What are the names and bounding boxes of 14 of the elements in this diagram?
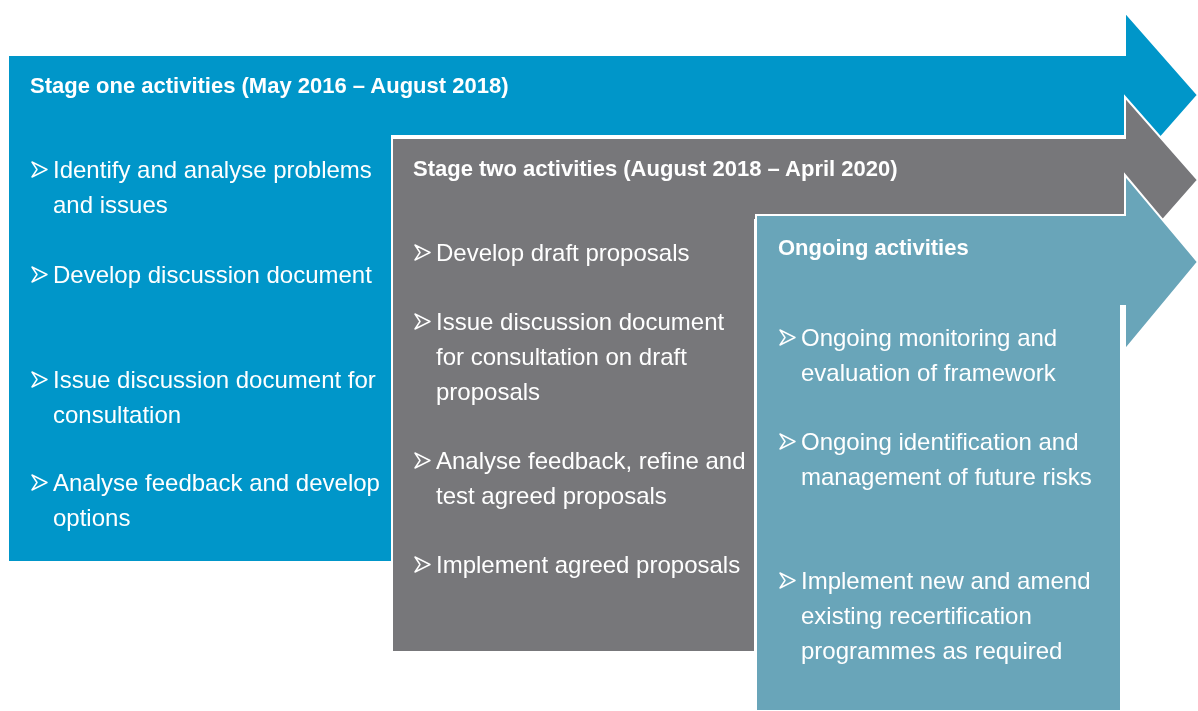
activity-item: Develop discussion document <box>53 260 372 290</box>
stage-heading: Stage two activities (August 2018 – April 2020) <box>413 155 898 183</box>
activity-item: Analyse feedback, refine and test agreed proposals <box>436 446 747 511</box>
stage-heading: Ongoing activities <box>778 234 969 262</box>
activity-item: Issue discussion document for consultation on draft proposals <box>436 307 726 407</box>
activity-item: Develop draft proposals <box>436 238 690 268</box>
activity-item: Implement new and amend existing recertification programmes as required <box>801 566 1092 666</box>
stage-heading: Stage one activities (May 2016 – August 2018) <box>30 72 509 100</box>
activity-item: Ongoing identification and management of future risks <box>801 427 1093 492</box>
activity-item: Ongoing monitoring and evaluation of framework <box>801 323 1059 388</box>
activity-item: Analyse feedback and develop options <box>53 468 380 533</box>
activity-item: Implement agreed proposals <box>436 550 741 580</box>
activity-item: Issue discussion document for consultation <box>53 365 377 430</box>
activity-item: Identify and analyse problems and issues <box>53 155 373 220</box>
